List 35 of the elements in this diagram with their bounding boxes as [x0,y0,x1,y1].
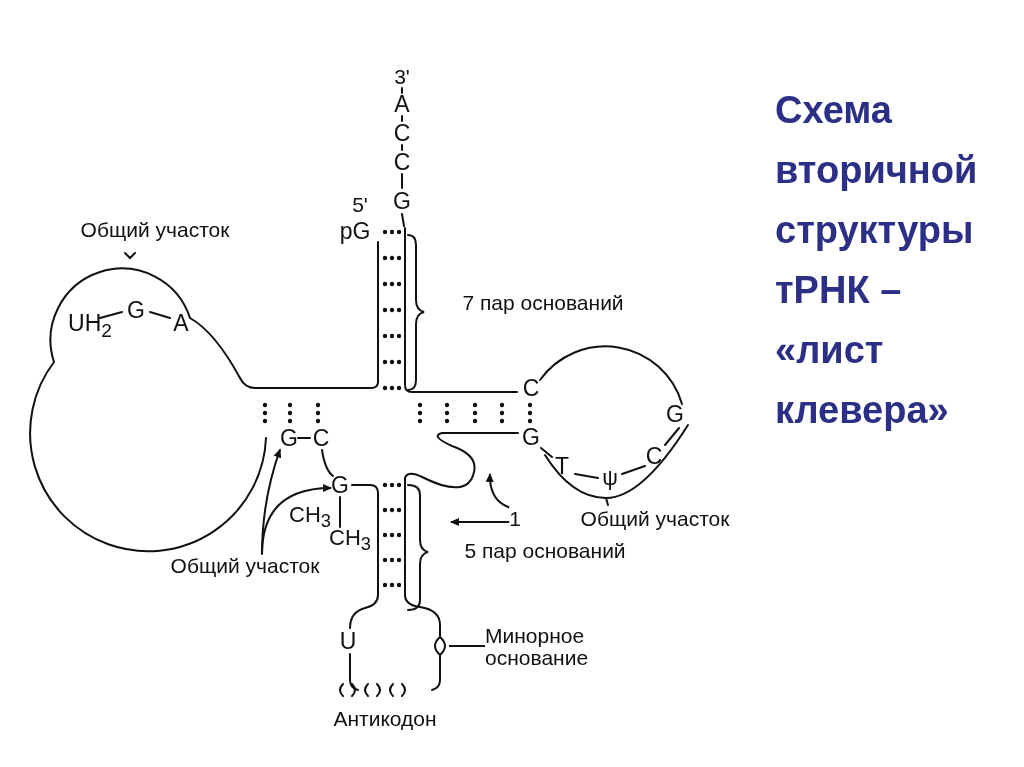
nucleotide-letter: G [666,402,684,426]
slide-title: Схема вторичной структуры тРНК – «лист клевера» [775,88,979,433]
leader-line [448,645,486,647]
nucleotide-letter: G [280,426,298,450]
methyl-group-label: CH$_{3}$ [289,503,331,531]
callout-number: 1 [509,507,521,529]
prime-label: 5' [352,193,368,215]
nucleotide-letter: U [339,629,357,653]
nucleotide-letter: C [312,426,330,450]
region-label: Общий участок [580,507,730,529]
nucleotide-letter: C [393,121,411,145]
arrow [485,473,511,509]
nucleotide-letter: ψ [602,467,618,489]
nucleotide-letter: C [393,150,411,174]
region-label: Общий участок [80,218,230,240]
nucleotide-letter: A [394,92,410,116]
nucleotide-letter: pG [339,219,371,243]
nucleotide-letter: G [127,298,145,322]
region-label: Общий участок [170,554,320,576]
anticodon-label: Антикодон [333,707,437,729]
methyl-group-label: CH$_{3}$ [329,526,371,554]
base-pair-count-label: 7 пар оснований [462,291,624,313]
arrow [450,518,511,526]
nucleotide-letter: UH$_{2}$ [68,312,112,340]
nucleotide-letter: C [522,376,540,400]
prime-label: 3' [394,65,410,87]
base-pair-count-label: 5 пар оснований [464,539,626,561]
nucleotide-letter: T [554,454,570,478]
nucleotide-letter: G [393,189,411,213]
base-label: Минорное основание [485,625,635,669]
nucleotide-letter: C [645,444,663,468]
nucleotide-letter: G [331,473,349,497]
arrow [261,484,333,556]
nucleotide-letter: A [173,311,189,335]
nucleotide-letter: G [522,425,540,449]
